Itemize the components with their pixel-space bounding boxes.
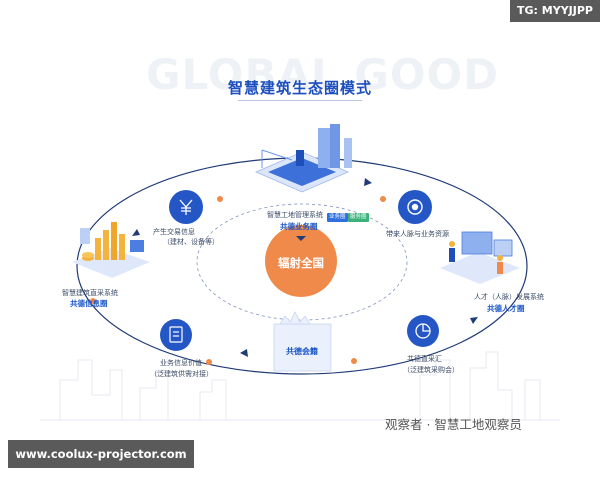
- orbit-arrow: [364, 178, 372, 186]
- finance-illustration: [72, 222, 150, 278]
- left-mid-circle-label: 共德信息圈: [70, 299, 108, 308]
- left-top-line1: 产生交易信息: [153, 228, 195, 236]
- center-circle: [265, 225, 337, 297]
- title-underline: [238, 100, 362, 101]
- right-mid-label: 人才（人脉）发展系统: [474, 293, 544, 301]
- talent-illustration: [440, 231, 520, 284]
- hub-box: [273, 311, 332, 372]
- yuan-currency-icon: [179, 199, 193, 215]
- hub-label: 共德会籍: [286, 347, 318, 356]
- top-node-badge-business: 业务圈: [327, 213, 348, 222]
- diagram-title: 智慧建筑生态圈模式: [227, 79, 372, 97]
- orbit-arrow: [132, 229, 140, 236]
- left-bottom-line1: 业务信息价值: [160, 359, 202, 367]
- corner-tag: TG: MYYJJPP: [510, 0, 600, 22]
- smart-site-illustration: [254, 124, 352, 193]
- orbit-arrow: [470, 317, 478, 324]
- right-bottom-line2: （泛建筑采购会）: [403, 366, 459, 374]
- top-node-circle-label: 共德业务圈: [280, 222, 318, 231]
- source-caption: 观察者 · 智慧工地观察员: [385, 417, 522, 432]
- orange-dot: [351, 358, 357, 364]
- orange-dot: [380, 196, 386, 202]
- left-mid-label: 智慧建筑直采系统: [62, 289, 118, 297]
- background-watermark-text: GLOBAL GOOD: [146, 50, 500, 99]
- pie-chart-icon: [415, 323, 431, 339]
- node-circle-left-bottom: [160, 319, 192, 351]
- left-bottom-line2: （泛建筑供需对接）: [150, 370, 213, 378]
- orange-dot: [90, 298, 96, 304]
- top-node-badge-service: 服务圈: [348, 213, 369, 222]
- top-node-label: 智慧工地管理系统: [267, 211, 323, 219]
- refresh-cycle-icon: [407, 199, 423, 215]
- orange-dot: [217, 196, 223, 202]
- city-skyline: [40, 351, 560, 421]
- orange-dot: [206, 359, 212, 365]
- right-bottom-line1: 共德直采汇: [407, 355, 442, 363]
- right-top-label: 带来人脉与业务资源: [386, 230, 449, 238]
- footer-url-tag: www.coolux-projector.com: [8, 440, 194, 468]
- right-mid-circle-label: 共德人才圈: [487, 304, 525, 313]
- left-top-line2: （建材、设备等）: [163, 238, 219, 246]
- center-label: 辐射全国: [278, 256, 324, 270]
- orbit-arrow: [240, 349, 248, 357]
- inner-dashed-orbit: [196, 203, 408, 321]
- document-checklist-icon: [169, 326, 183, 343]
- center-chevron: [296, 236, 306, 241]
